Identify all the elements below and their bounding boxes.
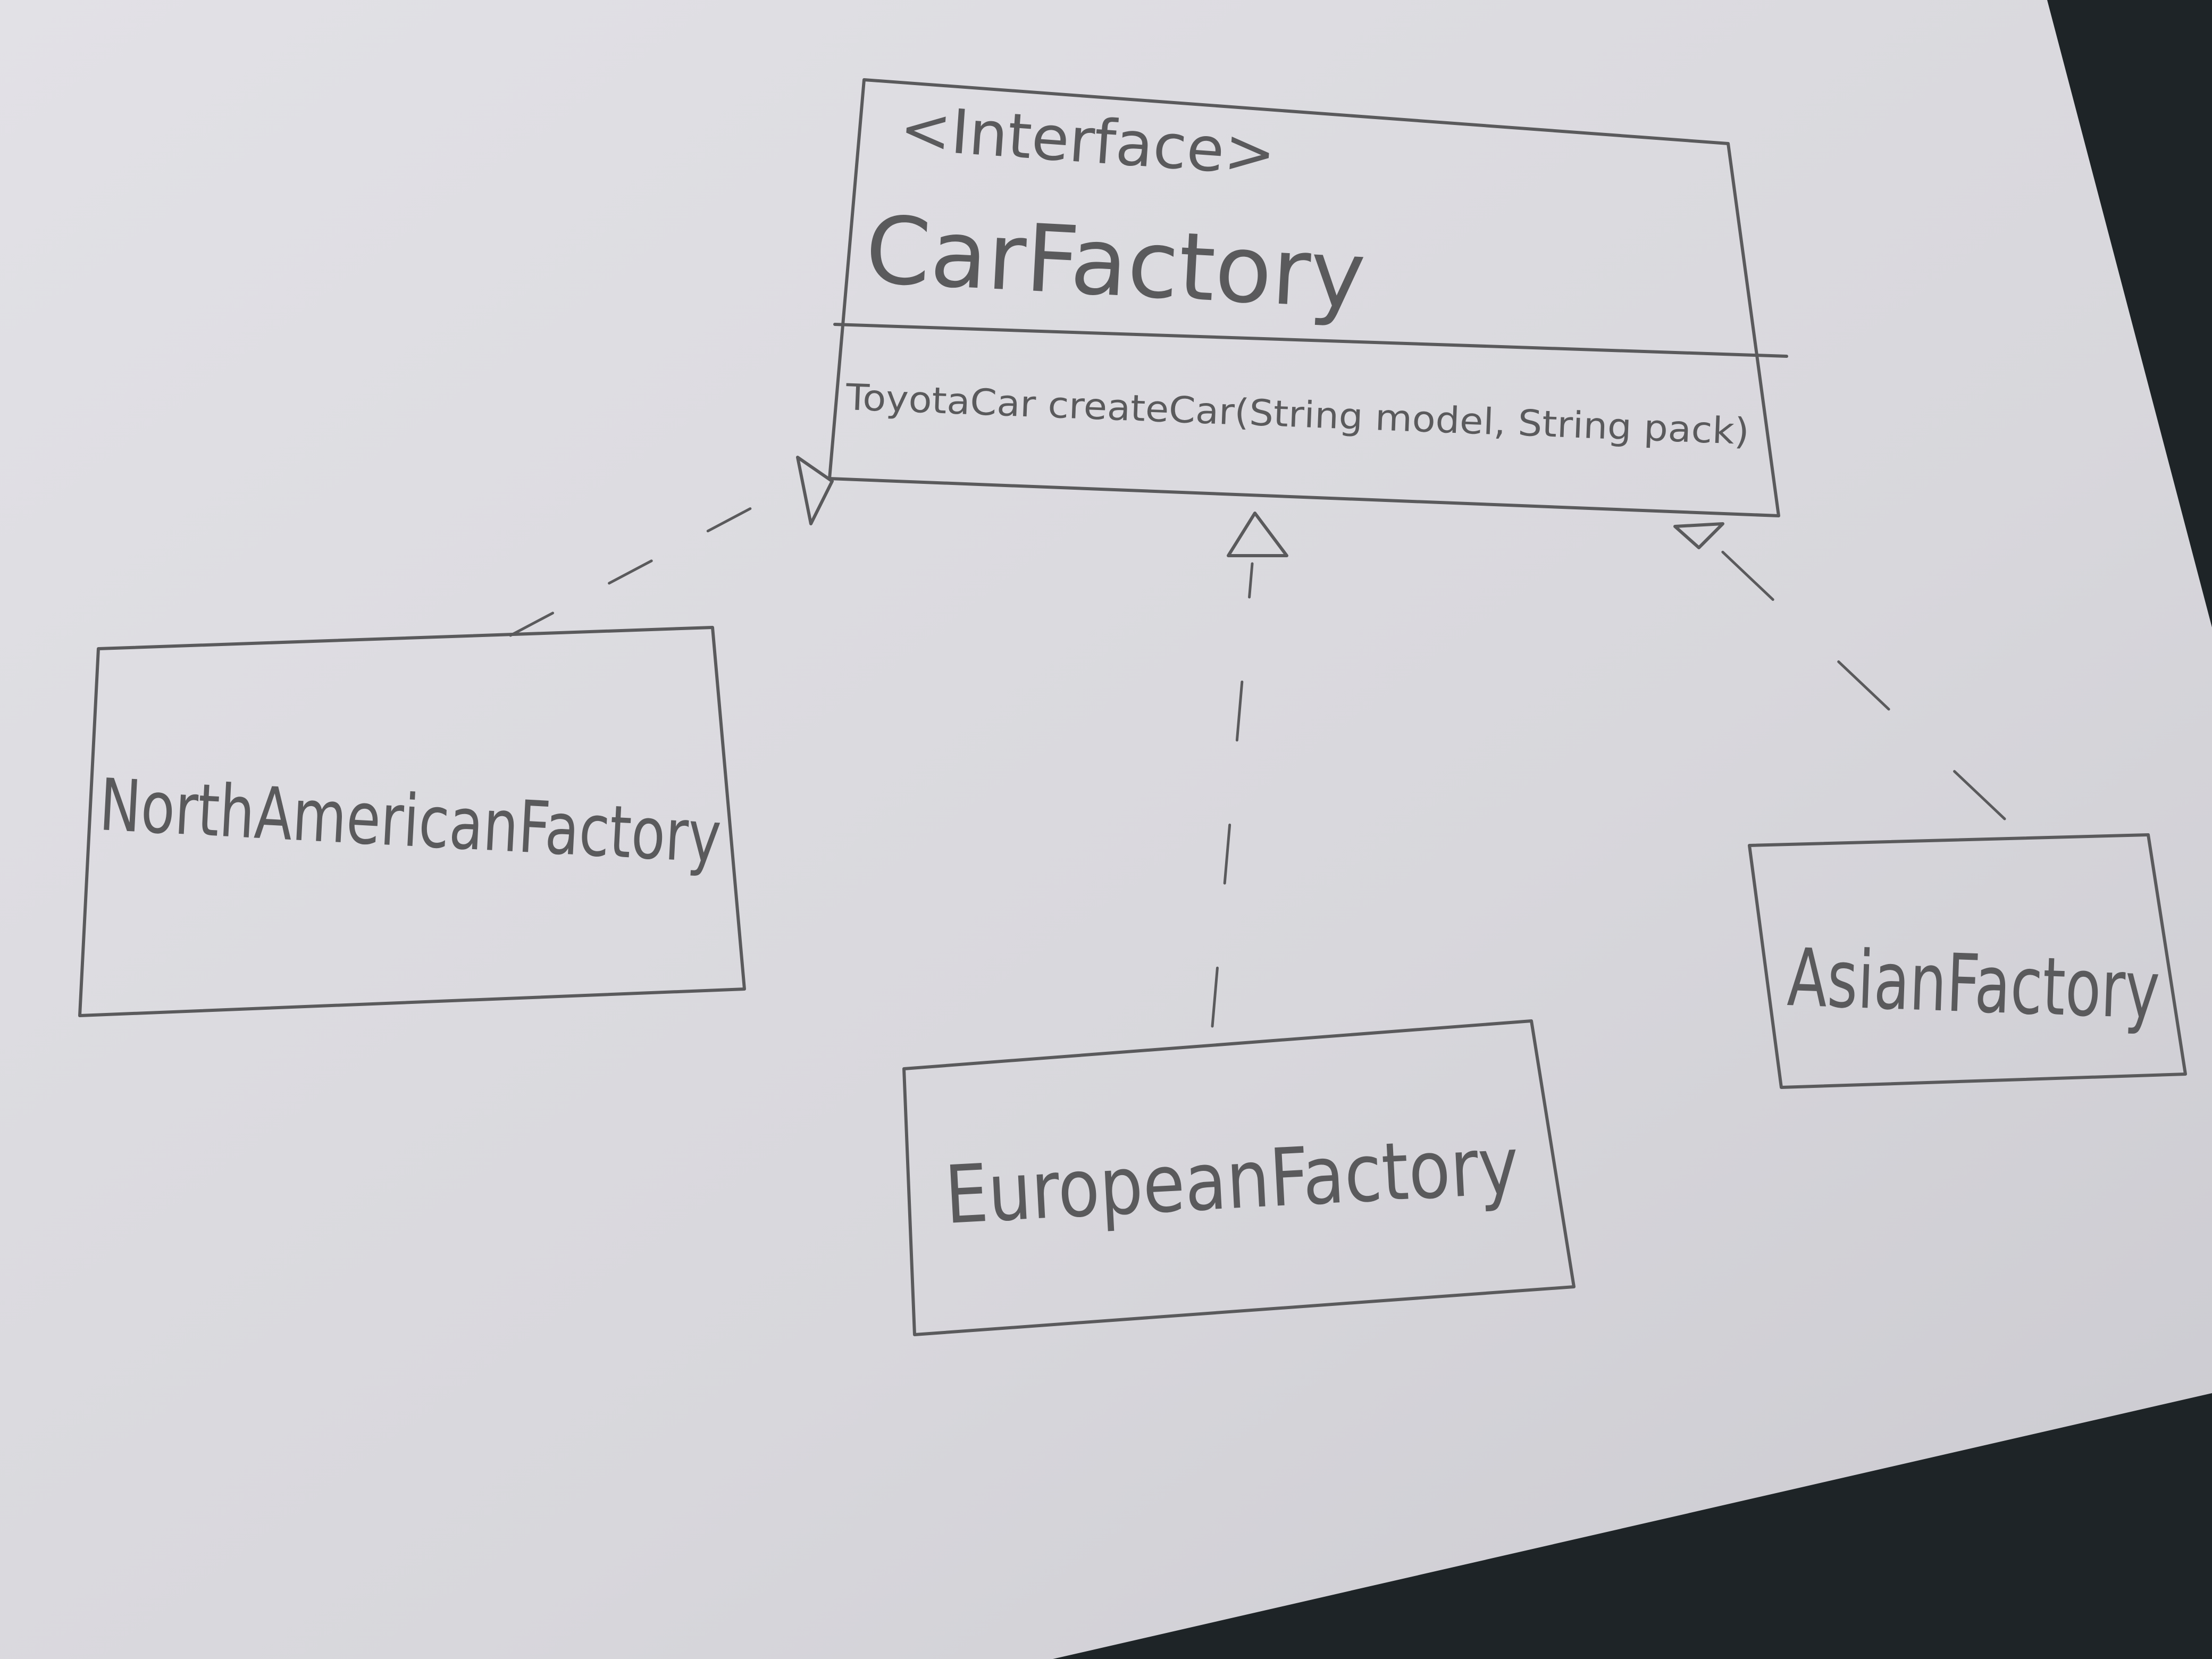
- arrowhead-european: [1227, 512, 1288, 557]
- arrowhead-north-american: [796, 456, 834, 525]
- arrowhead-asian: [1673, 522, 1724, 549]
- north-american-factory-box-outline: [78, 626, 746, 1017]
- interface-name-label: CarFactory: [863, 196, 1368, 330]
- interface-box-divider: [833, 323, 1788, 358]
- realization-line-north-american: [509, 488, 789, 637]
- interface-box-outline: [828, 78, 1780, 517]
- asian-factory-label: AsianFactory: [1786, 932, 2161, 1037]
- european-factory-box-outline: [902, 1019, 1576, 1336]
- interface-class-box: [828, 78, 1788, 517]
- asian-factory-box-outline: [1748, 833, 2187, 1089]
- realization-line-asian: [1705, 535, 2006, 820]
